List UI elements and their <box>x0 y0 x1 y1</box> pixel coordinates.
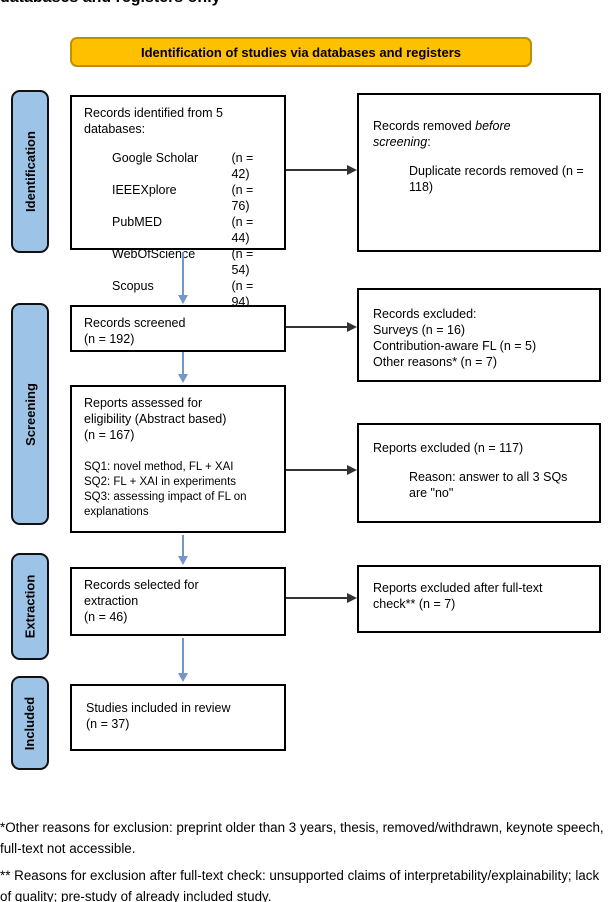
banner-label: Identification of studies via databases … <box>140 44 462 60</box>
stage-screening-label: Screening <box>22 382 38 446</box>
right-arrow-icon <box>347 465 357 475</box>
right-arrow-icon <box>347 165 357 175</box>
database-name: Scopus <box>112 279 154 293</box>
stage-extraction-label: Extraction <box>22 574 38 639</box>
stage-identification: Identification <box>11 90 49 253</box>
database-name: WebOfScience <box>112 247 196 261</box>
right-arrow-icon <box>347 593 357 603</box>
database-row: Google Scholar (n = 42) <box>112 150 272 182</box>
footnote-fulltext-reasons: ** Reasons for exclusion after full-text… <box>0 868 600 902</box>
down-arrow-icon <box>178 673 188 682</box>
database-count: (n = 54) <box>231 247 254 277</box>
reports-assessed-line1: Reports assessed for <box>84 396 203 410</box>
database-row: WebOfScience (n = 54) <box>112 246 272 278</box>
database-name: Google Scholar <box>112 151 199 165</box>
stage-extraction: Extraction <box>11 553 49 660</box>
database-name: IEEEXplore <box>112 183 177 197</box>
down-arrow-line <box>182 638 184 674</box>
records-selected-line2: extraction <box>84 594 139 608</box>
database-count: (n = 42) <box>231 151 254 181</box>
box-reports-excluded-fulltext: Reports excluded after full-text check**… <box>357 565 601 633</box>
stage-identification-label: Identification <box>22 131 38 212</box>
box-records-identified: Records identified from 5 databases: Goo… <box>70 95 286 309</box>
right-arrow-icon <box>347 322 357 332</box>
records-excluded-item: Surveys (n = 16) <box>373 323 466 337</box>
stage-included: Included <box>11 676 49 770</box>
records-excluded-title: Records excluded: <box>373 307 477 321</box>
records-selected-line1: Records selected for <box>84 578 199 592</box>
right-arrow-line <box>286 326 347 328</box>
right-arrow-line <box>286 169 347 171</box>
sq1: SQ1: novel method, FL + XAI <box>84 461 234 473</box>
records-identified-title-line2: databases: <box>84 122 146 136</box>
down-arrow-line <box>182 252 184 296</box>
database-name: PubMED <box>112 215 163 229</box>
studies-included-line1: Studies included in review <box>86 701 231 715</box>
reports-excluded-fulltext-text: Reports excluded after full-text check**… <box>373 581 543 611</box>
records-identified-title-line1: Records identified from 5 <box>84 106 223 120</box>
database-count: (n = 44) <box>231 215 254 245</box>
sq2: SQ2: FL + XAI in experiments <box>84 475 237 488</box>
clipped-caption-fragment: databases and registers only <box>0 0 221 7</box>
reports-excluded-reason: Reason: answer to all 3 SQs are "no" <box>409 470 568 500</box>
reports-assessed-line2: eligibility (Abstract based) <box>84 412 227 426</box>
right-arrow-line <box>286 597 347 599</box>
records-excluded-item: Contribution-aware FL (n = 5) <box>373 339 537 353</box>
database-row: PubMED (n = 44) <box>112 214 272 246</box>
footnote-other-reasons: *Other reasons for exclusion: preprint o… <box>0 820 604 857</box>
records-selected-line3: (n = 46) <box>84 610 128 624</box>
down-arrow-line <box>182 535 184 557</box>
identification-banner: Identification of studies via databases … <box>70 37 532 67</box>
sq3: SQ3: assessing impact of FL on explanati… <box>84 490 247 518</box>
reports-excluded-title: Reports excluded (n = 117) <box>373 441 524 455</box>
box-records-screened: Records screened (n = 192) <box>70 305 286 352</box>
box-reports-assessed: Reports assessed for eligibility (Abstra… <box>70 385 286 533</box>
box-studies-included: Studies included in review (n = 37) <box>70 684 286 751</box>
database-row: IEEEXplore (n = 76) <box>112 182 272 214</box>
stage-screening: Screening <box>11 303 49 525</box>
studies-included-line2: (n = 37) <box>86 717 130 731</box>
reports-assessed-line3: (n = 167) <box>84 428 135 442</box>
records-screened-line1: Records screened <box>84 316 186 330</box>
records-removed-detail: Duplicate records removed (n = 118) <box>409 164 584 194</box>
right-arrow-line <box>286 469 347 471</box>
screening-questions: SQ1: novel method, FL + XAI SQ2: FL + XA… <box>84 460 272 520</box>
records-excluded-item: Other reasons* (n = 7) <box>373 355 498 369</box>
down-arrow-icon <box>178 374 188 383</box>
records-screened-line2: (n = 192) <box>84 332 135 346</box>
down-arrow-icon <box>178 295 188 304</box>
database-list: Google Scholar (n = 42) IEEEXplore (n = … <box>112 150 272 310</box>
database-count: (n = 76) <box>231 183 254 213</box>
down-arrow-line <box>182 352 184 375</box>
box-reports-excluded: Reports excluded (n = 117) Reason: answe… <box>357 423 601 523</box>
box-records-excluded: Records excluded: Surveys (n = 16) Contr… <box>357 288 601 382</box>
down-arrow-icon <box>178 556 188 565</box>
box-records-selected: Records selected for extraction (n = 46) <box>70 567 286 636</box>
stage-included-label: Included <box>22 696 38 750</box>
